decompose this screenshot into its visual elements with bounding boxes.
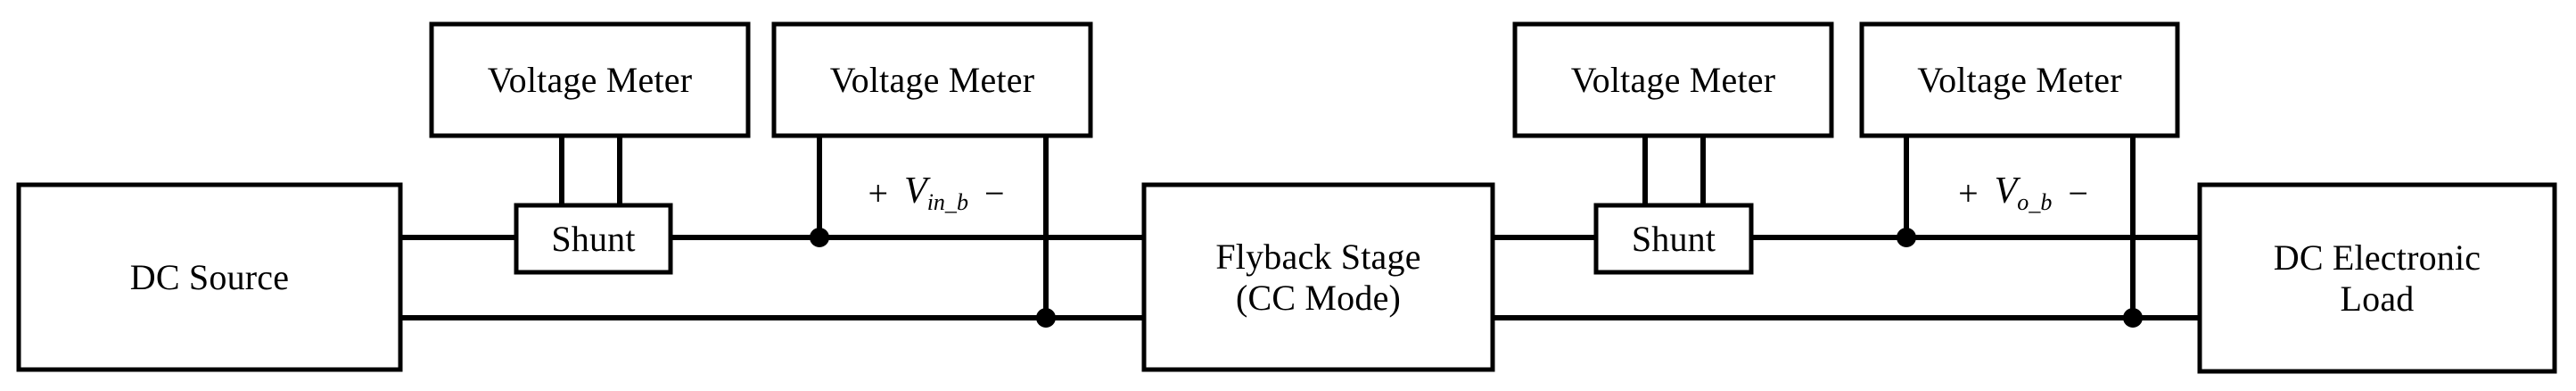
block-shunt-2[interactable] (1593, 203, 1754, 275)
v-in-b-symbol-letter: V (904, 171, 927, 212)
v-in-b-subscript: in_b (926, 188, 968, 215)
v-in-b-minus-sign: − (983, 172, 1005, 213)
v-in-b-plus-sign: + (868, 172, 889, 213)
annotation-v-o-b: + Vo_b − (1912, 168, 2135, 218)
block-voltage-meter-2[interactable] (771, 21, 1093, 138)
block-voltage-meter-3[interactable] (1512, 21, 1834, 138)
v-o-b-symbol: Vo_b (1980, 170, 2067, 216)
block-voltage-meter-4[interactable] (1859, 21, 2180, 138)
junction-dot-vo-minus (2123, 308, 2143, 328)
annotation-v-in-b: + Vin_b − (825, 168, 1048, 218)
v-o-b-symbol-letter: V (1994, 171, 2018, 212)
block-dc-source[interactable] (16, 182, 403, 372)
block-dc-electronic-load[interactable] (2197, 182, 2557, 374)
junction-dot-vin-plus (810, 228, 829, 247)
block-shunt-1[interactable] (514, 203, 673, 275)
v-o-b-minus-sign: − (2068, 172, 2088, 213)
block-voltage-meter-1[interactable] (429, 21, 751, 138)
junction-dot-vin-minus (1036, 308, 1056, 328)
v-o-b-subscript: o_b (2017, 188, 2053, 215)
junction-dot-vo-plus (1897, 228, 1916, 247)
v-o-b-plus-sign: + (1958, 172, 1979, 213)
v-in-b-symbol: Vin_b (890, 170, 983, 216)
block-flyback-stage[interactable] (1141, 182, 1495, 372)
